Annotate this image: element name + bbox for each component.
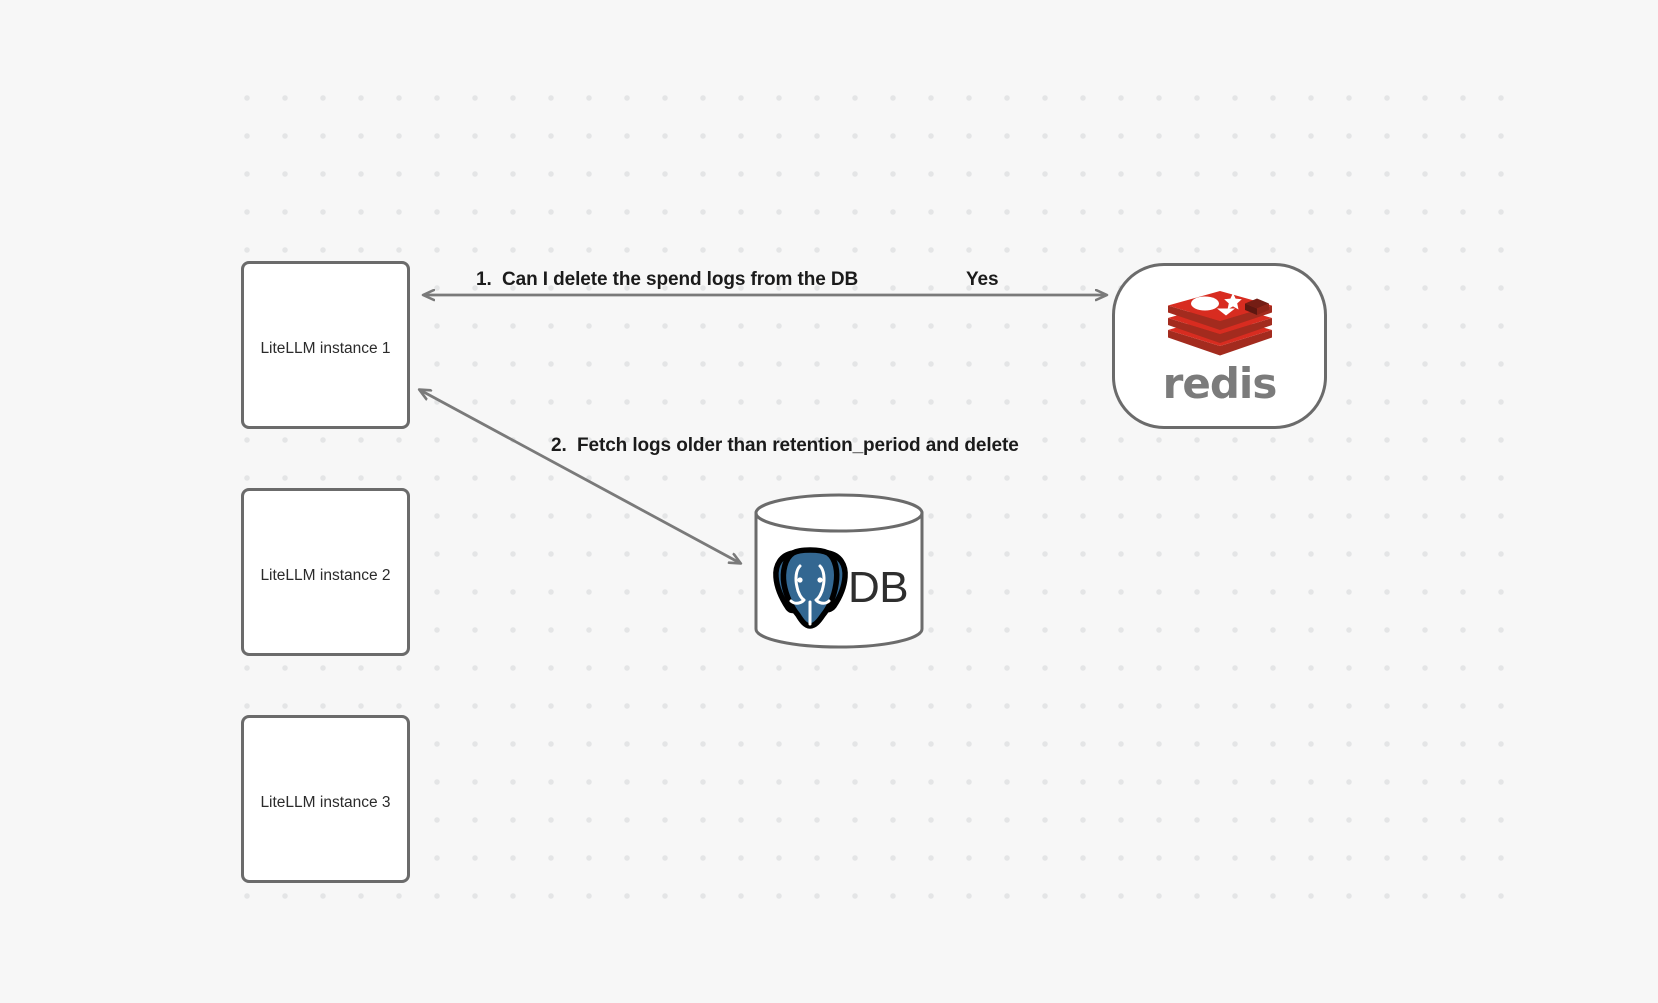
node-litellm-instance-1-label: LiteLLM instance 1 xyxy=(260,340,391,357)
node-litellm-instance-3[interactable]: LiteLLM instance 3 xyxy=(241,715,410,883)
node-litellm-instance-3-label: LiteLLM instance 3 xyxy=(260,794,391,811)
redis-stack-icon xyxy=(1167,291,1272,356)
node-litellm-instance-2-label: LiteLLM instance 2 xyxy=(260,567,391,584)
dot-grid-background xyxy=(223,74,1513,904)
redis-logo-wrap: redis xyxy=(1161,289,1279,405)
edge-litellm1-db xyxy=(420,390,740,563)
node-db-label: DB xyxy=(847,563,909,612)
edge-label-yes: Yes xyxy=(966,269,999,290)
postgresql-elephant-icon xyxy=(773,547,848,629)
edge-label-2: 2. Fetch logs older than retention_perio… xyxy=(551,435,1019,456)
node-redis-label: redis xyxy=(1162,359,1278,408)
node-litellm-instance-2[interactable]: LiteLLM instance 2 xyxy=(241,488,410,656)
node-db[interactable]: DB xyxy=(753,492,925,650)
node-redis[interactable]: redis xyxy=(1112,263,1327,429)
node-litellm-instance-1[interactable]: LiteLLM instance 1 xyxy=(241,261,410,429)
db-node-content: DB xyxy=(753,492,925,650)
edge-label-1: 1. Can I delete the spend logs from the … xyxy=(476,269,859,290)
